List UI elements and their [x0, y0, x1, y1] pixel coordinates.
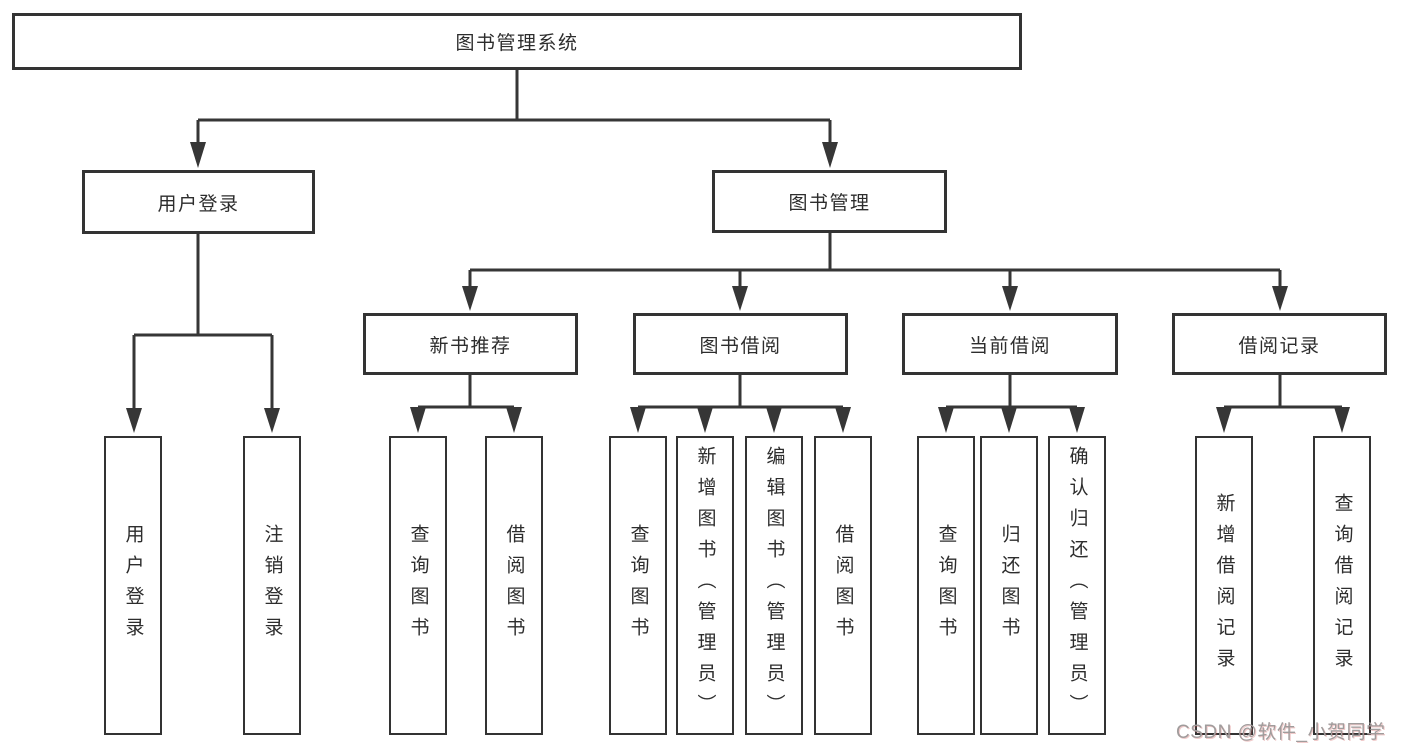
- node-borrow-records: 借阅记录: [1172, 313, 1387, 375]
- connector-book-borrow: [630, 375, 851, 433]
- leaf-records-add-record: 新增借阅记录: [1195, 436, 1253, 735]
- node-label: 查询图书: [407, 523, 429, 648]
- node-label: 新增图书（管理员）: [694, 446, 716, 725]
- leaf-user-login: 用户登录: [104, 436, 162, 735]
- leaf-current-query-books: 查询图书: [917, 436, 975, 735]
- node-label: 借阅图书: [503, 523, 525, 648]
- node-book-borrow: 图书借阅: [633, 313, 848, 375]
- node-label: 图书管理: [788, 193, 871, 214]
- node-root-system: 图书管理系统: [12, 13, 1022, 70]
- leaf-newbook-borrow-books: 借阅图书: [485, 436, 543, 735]
- node-user-login: 用户登录: [82, 170, 315, 234]
- node-label: 借阅记录: [1238, 335, 1321, 357]
- node-book-mgmt: 图书管理: [712, 170, 947, 233]
- node-label: 借阅图书: [832, 523, 854, 648]
- leaf-borrow-edit-books-admin: 编辑图书（管理员）: [745, 436, 803, 735]
- csdn-watermark: CSDN @软件_小贺同学: [1176, 722, 1386, 743]
- connector-book-mgmt: [462, 233, 1288, 311]
- node-current-borrow: 当前借阅: [902, 313, 1118, 375]
- leaf-borrow-query-books: 查询图书: [609, 436, 667, 735]
- node-label: 图书借阅: [699, 335, 782, 357]
- leaf-records-query-record: 查询借阅记录: [1313, 436, 1371, 735]
- leaf-borrow-add-books-admin: 新增图书（管理员）: [676, 436, 734, 735]
- node-label: 注销登录: [261, 523, 283, 648]
- connector-current-borrow: [938, 375, 1085, 433]
- node-label: 用户登录: [157, 193, 240, 215]
- node-new-book-recommend: 新书推荐: [363, 313, 578, 375]
- node-label: 确认归还（管理员）: [1066, 446, 1088, 725]
- node-label: 新书推荐: [429, 335, 512, 357]
- node-label: 编辑图书（管理员）: [763, 446, 785, 725]
- node-label: 当前借阅: [968, 335, 1051, 357]
- node-label: 查询借阅记录: [1331, 492, 1353, 679]
- leaf-logout: 注销登录: [243, 436, 301, 735]
- leaf-borrow-borrow-books: 借阅图书: [814, 436, 872, 735]
- connector-user-login: [126, 234, 280, 433]
- leaf-newbook-query-books: 查询图书: [389, 436, 447, 735]
- node-label: 图书管理系统: [455, 33, 579, 54]
- node-label: 查询图书: [627, 523, 649, 648]
- connector-borrow-records: [1216, 375, 1350, 433]
- node-label: 归还图书: [998, 523, 1020, 648]
- node-label: 用户登录: [122, 523, 144, 648]
- leaf-current-confirm-return-admin: 确认归还（管理员）: [1048, 436, 1106, 735]
- node-label: 查询图书: [935, 523, 957, 648]
- node-label: 新增借阅记录: [1213, 492, 1235, 679]
- leaf-current-return-books: 归还图书: [980, 436, 1038, 735]
- connector-root: [190, 70, 838, 168]
- connector-new-book: [410, 375, 522, 433]
